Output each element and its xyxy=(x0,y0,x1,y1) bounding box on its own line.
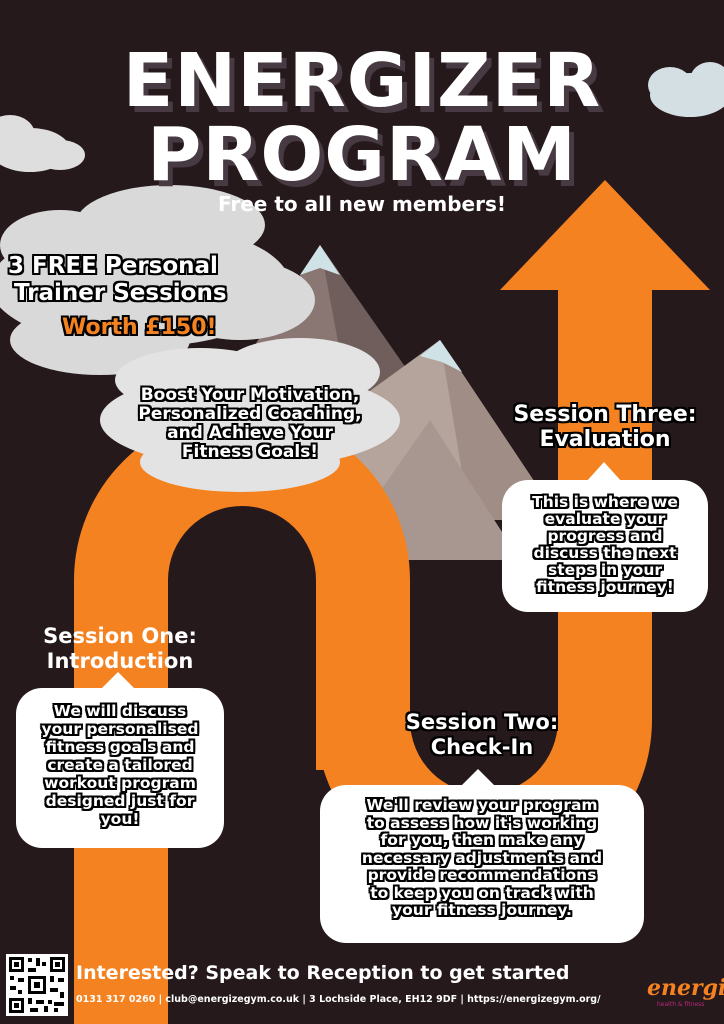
session-one-line: you! xyxy=(100,810,140,828)
session-two-line: We'll review your program xyxy=(366,796,598,814)
session-three-title-1: Session Three: xyxy=(513,402,697,427)
session-two-title-2: Check-In xyxy=(430,735,534,759)
session-three-text: This is where we evaluate your progress … xyxy=(506,494,704,596)
qr-code-graphic xyxy=(6,954,68,1016)
session-one-line: We will discuss xyxy=(53,702,187,720)
session-one-title-2: Introduction xyxy=(46,649,194,673)
title-line-1: ENERGIZER xyxy=(122,38,602,124)
session-two-line: for you, then make any xyxy=(380,831,584,849)
energize-logo-sub: health & fitness xyxy=(657,1001,705,1008)
session-three-line: This is where we xyxy=(532,493,678,511)
clouds xyxy=(0,62,724,492)
session-three-line: evaluate your xyxy=(544,510,666,528)
session-two-text: We'll review your program to assess how … xyxy=(322,796,642,920)
session-one-title-1: Session One: xyxy=(43,624,197,648)
session-two-line: to assess how it's working xyxy=(366,813,598,832)
session-two-line: to keep you on track with xyxy=(370,883,594,902)
qr-code-icon[interactable] xyxy=(6,954,68,1016)
orange-path xyxy=(74,180,710,1024)
session-one-text: We will discuss your personalised fitnes… xyxy=(18,702,222,828)
session-one-line: your personalised xyxy=(41,720,199,738)
session-two-title-1: Session Two: xyxy=(405,710,559,734)
title-line-2: PROGRAM xyxy=(147,112,577,198)
session-three-line: discuss the next xyxy=(533,544,677,562)
offer-line-2: Trainer Sessions xyxy=(14,280,227,306)
session-two-line: provide recommendations xyxy=(367,866,597,884)
session-one-line: create a tailored xyxy=(47,756,193,774)
subtitle: Free to all new members! xyxy=(217,192,507,216)
session-one-line: designed just for xyxy=(45,792,195,810)
session-one-title: Session One: Introduction xyxy=(14,624,226,674)
session-three-line: fitness journey! xyxy=(536,578,674,596)
boost-line-3: and Achieve Your xyxy=(167,423,333,443)
session-one-line: fitness goals and xyxy=(45,738,195,756)
offer-line-1: 3 FREE Personal xyxy=(8,253,218,279)
session-three-line: progress and xyxy=(547,527,663,545)
session-one-line: workout program xyxy=(44,774,196,792)
energize-logo: energize xyxy=(647,975,724,1001)
speech-bubbles xyxy=(16,462,708,943)
session-two-line: necessary adjustments and xyxy=(361,848,603,867)
session-two-title: Session Two: Check-In xyxy=(370,710,594,760)
session-two-line: your fitness journey. xyxy=(392,901,572,919)
offer-worth: Worth £150! xyxy=(62,315,217,340)
boost-line-2: Personalized Coaching, xyxy=(138,404,362,424)
session-three-title: Session Three: Evaluation xyxy=(490,402,720,452)
boost-text: Boost Your Motivation, Personalized Coac… xyxy=(110,386,390,462)
boost-line-4: Fitness Goals! xyxy=(181,442,319,462)
boost-line-1: Boost Your Motivation, xyxy=(140,385,360,405)
footer-cta: Interested? Speak to Reception to get st… xyxy=(76,962,570,984)
footer-contact[interactable]: 0131 317 0260 | club@energizegym.co.uk |… xyxy=(76,994,601,1005)
session-three-title-2: Evaluation xyxy=(539,427,671,452)
session-three-line: steps in your xyxy=(547,561,663,579)
